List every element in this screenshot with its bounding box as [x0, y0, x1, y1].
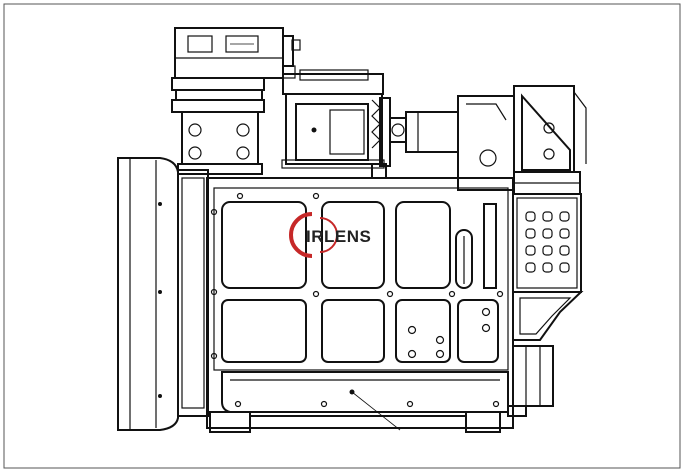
- irlens-logo: [289, 212, 338, 258]
- logo-text: IRLENS: [306, 227, 371, 246]
- logo-mark: [289, 212, 313, 258]
- vent-panel: [507, 193, 584, 417]
- main-body: [206, 177, 514, 433]
- image-frame: [3, 3, 681, 469]
- vent-holes: [525, 211, 570, 273]
- top-module: [171, 27, 301, 175]
- connector-block: [281, 69, 459, 179]
- lens-assembly: [117, 157, 209, 431]
